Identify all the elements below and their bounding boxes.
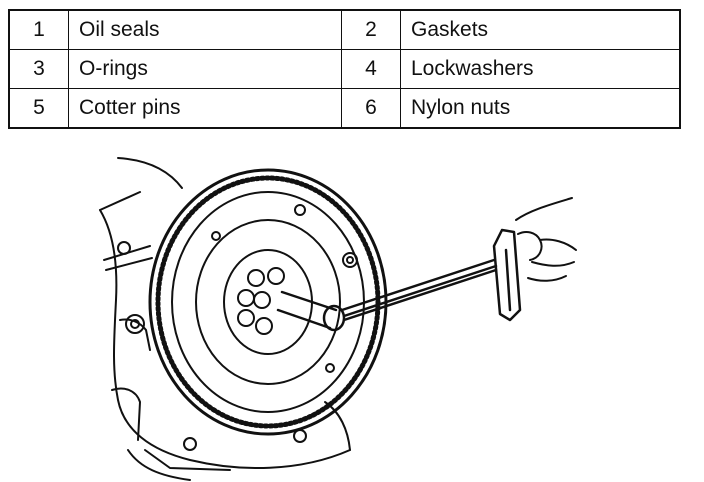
socket-wrench [276, 258, 498, 332]
part-number: 3 [8, 49, 69, 89]
part-number: 5 [8, 88, 69, 129]
torque-wrench-handle [492, 228, 522, 322]
part-number: 6 [341, 88, 401, 129]
flywheel [148, 168, 388, 436]
table-row: 3 O-rings 4 Lockwashers [8, 49, 681, 89]
part-number: 4 [341, 49, 401, 89]
part-label: Lockwashers [400, 49, 681, 89]
part-label: Nylon nuts [400, 88, 681, 129]
part-number: 1 [8, 9, 69, 50]
table-row: 1 Oil seals 2 Gaskets [8, 9, 681, 50]
part-label: Gaskets [400, 9, 681, 50]
part-number: 2 [341, 9, 401, 50]
part-label: Oil seals [68, 9, 342, 50]
flywheel-bolts [237, 267, 285, 335]
hand [515, 197, 577, 282]
table-row: 5 Cotter pins 6 Nylon nuts [8, 88, 681, 129]
flywheel-torque-illustration [99, 157, 577, 481]
engine-block [99, 157, 351, 481]
part-label: Cotter pins [68, 88, 342, 129]
parts-table: 1 Oil seals 2 Gaskets 3 O-rings 4 Lockwa… [8, 9, 681, 129]
part-label: O-rings [68, 49, 342, 89]
